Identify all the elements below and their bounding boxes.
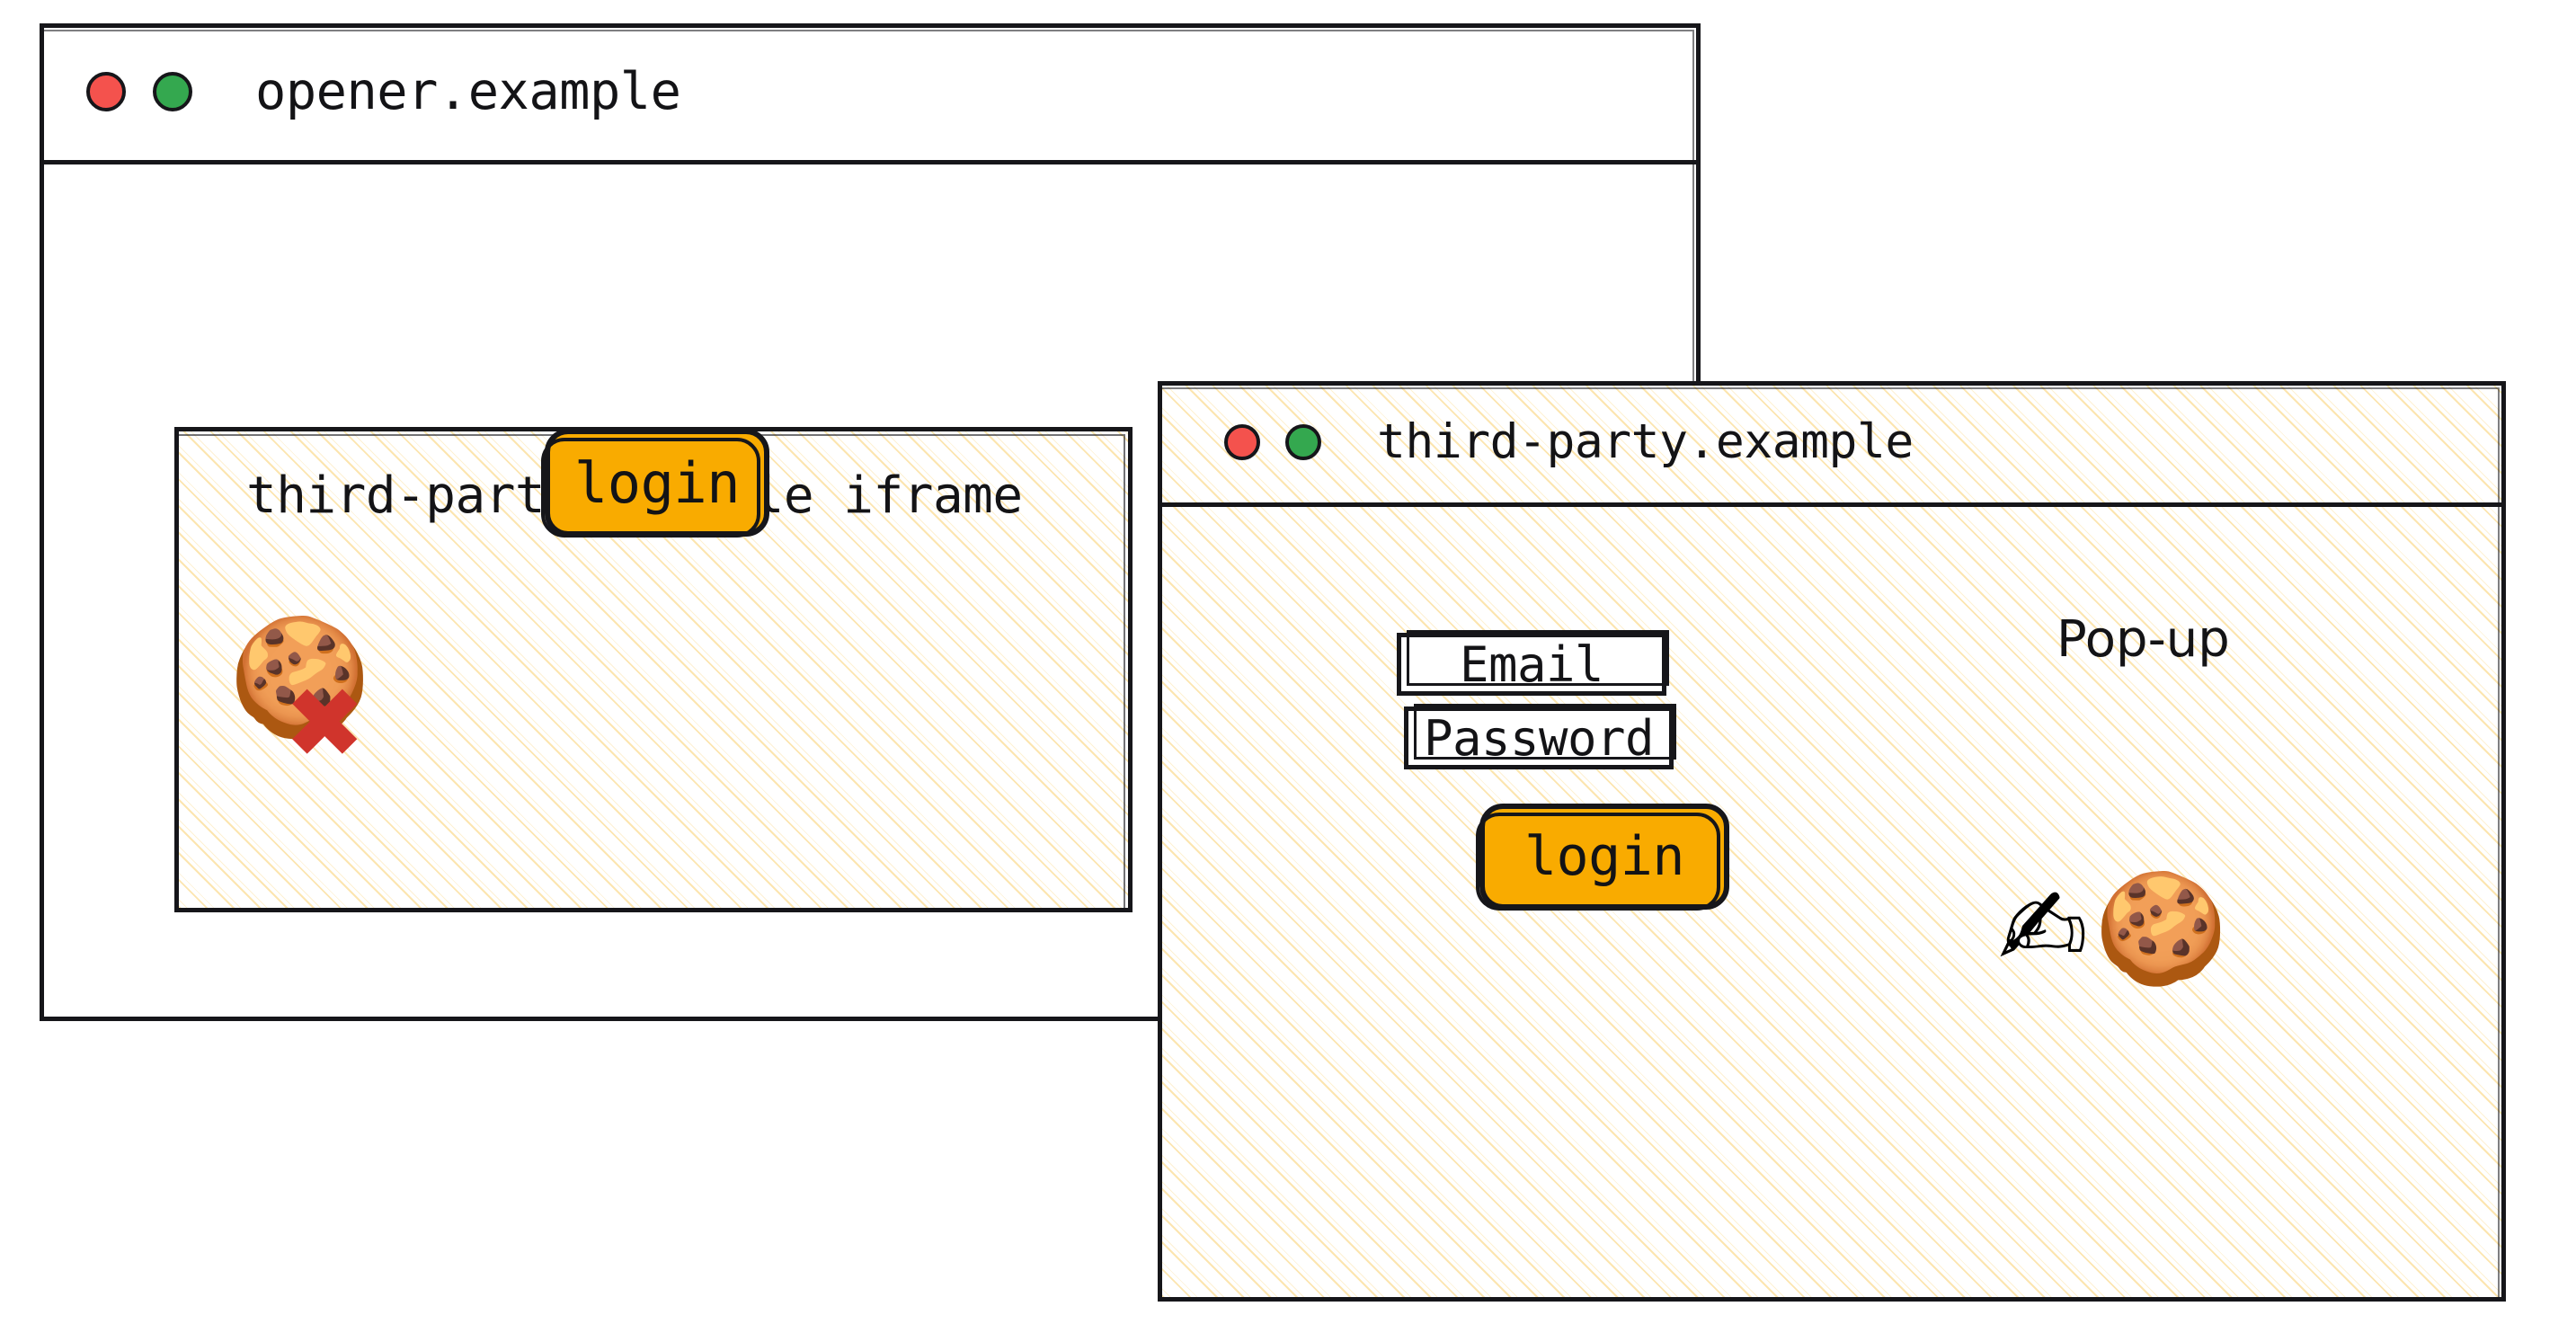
- opener-titlebar: opener.example: [40, 23, 1701, 164]
- popup-window: third-party.example Email Password login…: [1158, 381, 2506, 1302]
- opener-window-title: opener.example: [255, 62, 681, 121]
- popup-annotation-label: Pop-up: [2056, 610, 2230, 669]
- opener-close-dot[interactable]: [86, 72, 126, 111]
- popup-window-body: Email Password login Pop-up ✍🍪: [1158, 507, 2506, 1302]
- cookie-icon: 🍪: [228, 610, 372, 744]
- red-cross-mark-icon: ✖: [284, 668, 366, 780]
- email-field[interactable]: Email: [1397, 630, 1669, 696]
- popup-maximize-dot[interactable]: [1285, 423, 1321, 460]
- iframe-login-button[interactable]: login: [541, 429, 769, 538]
- popup-login-button[interactable]: login: [1476, 804, 1729, 911]
- popup-window-title: third-party.example: [1377, 414, 1914, 469]
- third-party-iframe: third-party.example iframe 🍪 ✖ login: [174, 427, 1133, 912]
- popup-close-dot[interactable]: [1224, 423, 1260, 460]
- cookie-icon: 🍪: [2093, 866, 2228, 991]
- cookie-blocked-indicator: 🍪 ✖: [228, 620, 426, 786]
- writing-hand-icon: ✍: [1998, 866, 2089, 991]
- cookie-set-indicator: ✍🍪: [1998, 866, 2228, 991]
- popup-titlebar: third-party.example: [1158, 381, 2506, 507]
- password-field[interactable]: Password: [1404, 704, 1676, 769]
- opener-maximize-dot[interactable]: [153, 72, 192, 111]
